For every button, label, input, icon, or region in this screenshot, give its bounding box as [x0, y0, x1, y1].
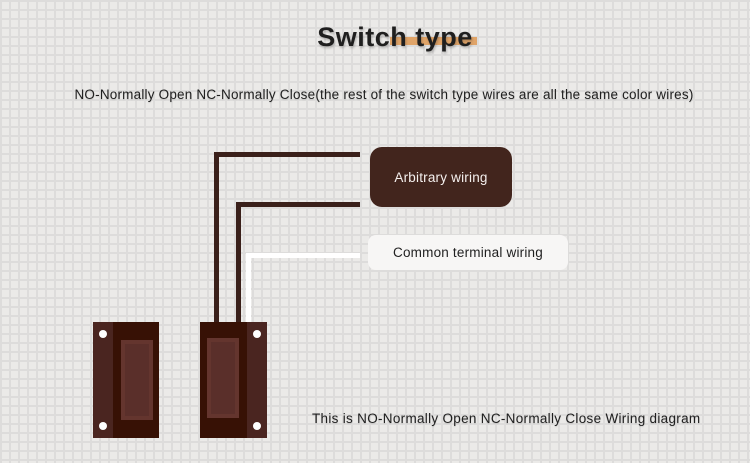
switch-slot	[207, 338, 239, 418]
nc-wire-horizontal	[236, 202, 360, 207]
switch-mount-strip	[247, 322, 267, 438]
switch-mount-strip	[93, 322, 113, 438]
screw-hole-icon	[99, 330, 107, 338]
footer-note: This is NO-Normally Open NC-Normally Clo…	[312, 411, 701, 426]
no-wire-horizontal	[214, 152, 360, 157]
common-terminal-wiring-label: Common terminal wiring	[368, 235, 568, 270]
title-highlight	[390, 37, 477, 45]
nc-wire-vertical	[236, 202, 241, 322]
micro-switch-right	[200, 322, 267, 438]
common-wire-horizontal	[246, 253, 360, 258]
screw-hole-icon	[253, 330, 261, 338]
common-wire-vertical	[246, 253, 251, 322]
screw-hole-icon	[253, 422, 261, 430]
switch-slot	[121, 340, 153, 420]
arbitrary-wiring-label: Arbitrary wiring	[370, 147, 512, 207]
micro-switch-left	[93, 322, 159, 438]
subtitle: NO-Normally Open NC-Normally Close(the r…	[74, 87, 694, 102]
screw-hole-icon	[99, 422, 107, 430]
page-title: Switch type	[317, 22, 473, 52]
no-wire-vertical	[214, 152, 219, 322]
